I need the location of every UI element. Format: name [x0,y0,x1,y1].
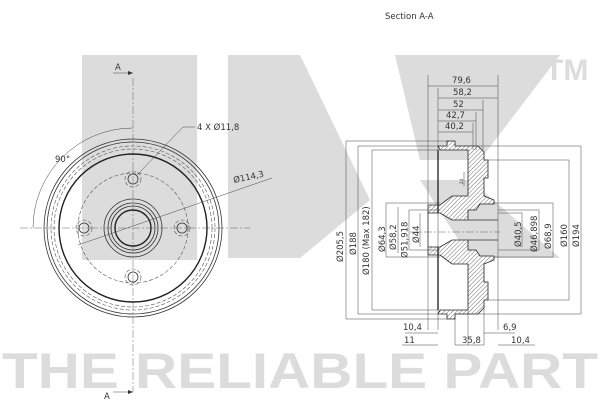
dim-10-4-right: 10,4 [511,336,530,346]
dia-180: Ø180 (Max 182) [361,206,372,275]
nk-logo-watermark: TM [82,54,588,260]
dim-58-2: 58,2 [453,88,472,98]
dia-44: Ø44 [411,225,422,243]
dia-64-3: Ø64,3 [377,226,388,252]
top-dimensions: 79,6 58,2 52 42,7 40,2 [427,75,499,330]
dim-79-6: 79,6 [452,76,471,86]
dim-10-4-left: 10,4 [403,323,422,333]
section-marker-bottom: A [104,392,110,400]
angle-label: 90° [55,155,70,165]
dim-52: 52 [453,100,464,110]
dim-35-8: 35,8 [462,336,481,346]
left-diameters: Ø205,5 Ø188 Ø180 (Max 182) Ø64,3 Ø58,2 Ø… [335,140,447,320]
front-view: A A 90° 4 X Ø11,8 Ø114,3 [20,63,273,400]
dim-42-7: 42,7 [446,111,465,121]
trademark-watermark: TM [545,54,588,87]
dim-6-9: 6,9 [503,323,517,333]
dim-40-2: 40,2 [445,122,464,132]
tagline-watermark: THE RELIABLE PART [2,343,598,399]
dim-24: 24 [459,178,464,184]
bolt-holes-label: 4 X Ø11,8 [197,122,239,133]
dia-51-918: Ø51,918 [400,222,411,258]
right-diameters: Ø40,5 Ø46,898 Ø68,9 Ø160 Ø194 [455,145,582,315]
dia-68-9: Ø68,9 [543,223,554,249]
dia-58-2: Ø58,2 [388,224,399,250]
section-view: 79,6 58,2 52 42,7 40,2 Ø205,5 Ø188 Ø180 … [335,75,582,346]
dia-46-898: Ø46,898 [529,216,540,252]
bolt-holes [75,170,191,286]
dia-40-5: Ø40,5 [513,221,524,247]
dim-11: 11 [404,336,415,346]
dia-160: Ø160 [559,224,570,247]
bottom-dimensions: 10,4 6,9 11 35,8 10,4 [402,308,535,346]
section-title: Section A-A [385,12,434,22]
dia-205-5: Ø205,5 [335,231,346,262]
dia-188: Ø188 [348,232,359,255]
dia-194: Ø194 [571,224,582,247]
section-marker-top: A [115,63,121,73]
